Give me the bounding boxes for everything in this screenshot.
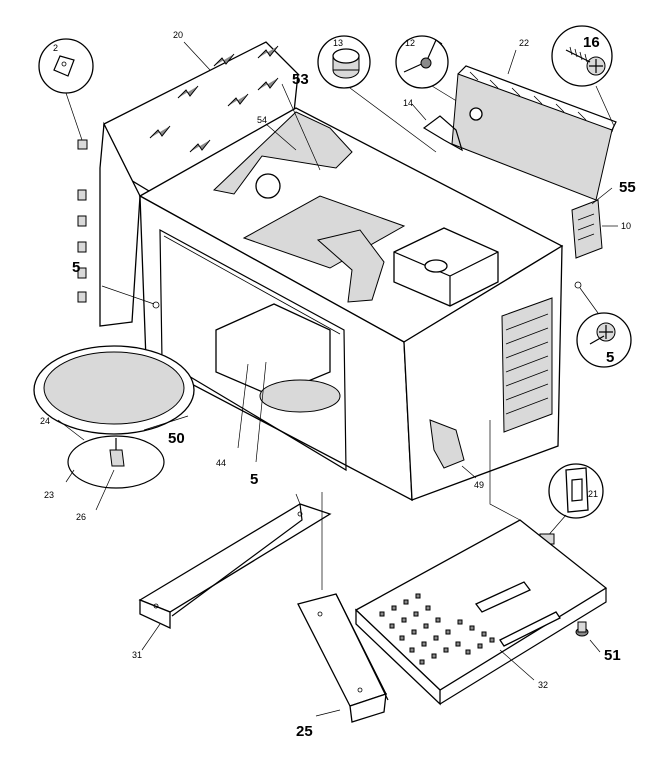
leader-5-left — [101, 285, 155, 305]
part-label-13: 13 — [333, 38, 343, 48]
part-label-20: 20 — [173, 30, 183, 40]
turntable-glass-tray — [33, 345, 195, 441]
part-label-49: 49 — [474, 480, 484, 490]
part-labels: 2 20 13 12 22 16 53 54 14 55 10 5 5 24 5… — [40, 30, 636, 740]
callout-part-21 — [539, 463, 604, 545]
guide-line — [611, 125, 615, 133]
part-label-10: 10 — [621, 221, 631, 231]
part-label-12: 12 — [405, 38, 415, 48]
callout-part-16 — [551, 25, 615, 127]
part-label-55: 55 — [619, 179, 636, 196]
screw-5-left — [152, 301, 160, 309]
part-label-5-left: 5 — [72, 259, 80, 276]
left-side-panel — [77, 121, 141, 327]
part-label-21: 21 — [588, 489, 598, 499]
base-rail-left — [138, 503, 332, 651]
callout-part-5-right — [574, 281, 632, 368]
base-plate-holes — [379, 593, 495, 665]
vent-grille — [501, 297, 553, 433]
leader-44 — [237, 363, 249, 449]
cavity-frame — [138, 83, 564, 502]
guide-line — [295, 493, 301, 505]
part-14-clip — [411, 103, 463, 152]
part-label-26: 26 — [76, 512, 86, 522]
part-label-16: 16 — [583, 34, 600, 51]
screw-51 — [575, 621, 601, 653]
base-plate — [354, 519, 608, 706]
part-label-5-right: 5 — [606, 349, 614, 366]
part-49-latch — [429, 419, 477, 479]
callout-part-12 — [395, 35, 469, 109]
part-label-54: 54 — [257, 115, 267, 125]
roller-ring — [65, 435, 165, 511]
part-label-5-lower: 5 — [250, 471, 258, 488]
part-label-22: 22 — [519, 38, 529, 48]
part-label-53: 53 — [292, 71, 309, 88]
part-10-plate — [571, 187, 618, 259]
part-label-32: 32 — [538, 680, 548, 690]
part-label-50: 50 — [168, 430, 185, 447]
callout-part-2 — [38, 38, 94, 150]
callout-part-13 — [317, 35, 437, 153]
front-channel — [297, 593, 389, 723]
part-label-23: 23 — [44, 490, 54, 500]
part-label-2: 2 — [53, 43, 58, 53]
part-label-14: 14 — [403, 98, 413, 108]
part-label-31: 31 — [132, 650, 142, 660]
leader-5-lower — [255, 361, 267, 463]
part-label-44: 44 — [216, 458, 226, 468]
guide-line — [489, 420, 521, 521]
part-label-51: 51 — [604, 647, 621, 664]
part-label-24: 24 — [40, 416, 50, 426]
part-label-25: 25 — [296, 723, 313, 740]
leader-50 — [143, 415, 189, 431]
